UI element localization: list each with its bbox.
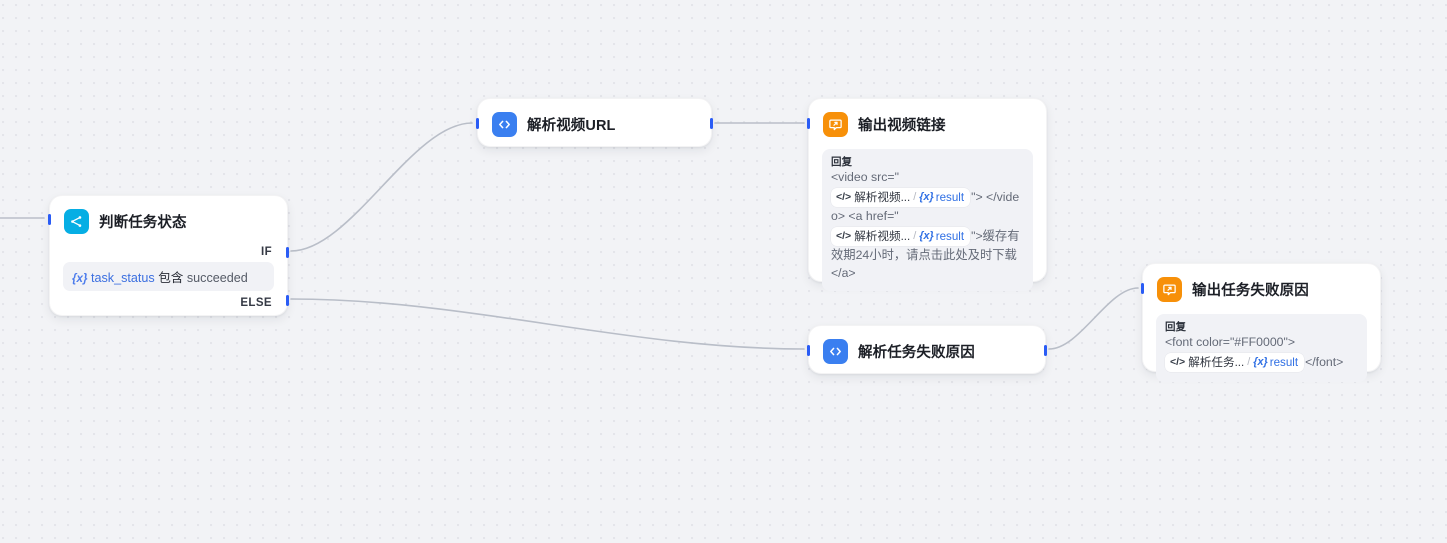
variable-chip[interactable]: </>解析视频.../{x}result	[831, 226, 971, 246]
variable-brace-icon: {x}	[919, 229, 934, 242]
answer-body[interactable]: 回复 <font color="#FF0000"> </>解析任务.../{x}r…	[1156, 314, 1367, 382]
port-if-true-output[interactable]	[286, 247, 289, 258]
code-icon	[823, 339, 848, 364]
chip-node-name: 解析视频...	[854, 229, 911, 243]
code-icon	[492, 112, 517, 137]
port-if-false-output[interactable]	[286, 295, 289, 306]
code-glyph-icon: </>	[836, 229, 852, 242]
code-glyph-icon: </>	[1170, 355, 1186, 368]
port-parse-fail-output[interactable]	[1044, 345, 1047, 356]
if-label: IF	[260, 246, 272, 258]
condition-variable-name: task_status	[90, 271, 155, 285]
port-parse-fail-input[interactable]	[807, 345, 810, 356]
answer-body-label: 回复	[1165, 321, 1186, 333]
port-answer-fail-input[interactable]	[1141, 283, 1144, 294]
port-answer-video-input[interactable]	[807, 118, 810, 129]
answer-text-segment-2: </font>	[1305, 354, 1344, 369]
node-output-failure-reason[interactable]: 输出任务失败原因 回复 <font color="#FF0000"> </>解析任…	[1141, 263, 1381, 382]
edge-if-to-parse-url	[290, 122, 473, 252]
node-title: 输出任务失败原因	[1192, 283, 1309, 299]
node-title: 解析任务失败原因	[858, 345, 975, 361]
node-title: 判断任务状态	[99, 215, 187, 231]
node-header: 解析视频URL	[478, 99, 711, 149]
edge-else-to-parse-fail	[290, 298, 805, 350]
node-output-video-link[interactable]: 输出视频链接 回复 <video src="</>解析视频.../{x}resu…	[807, 98, 1047, 291]
port-parse-url-input[interactable]	[476, 118, 479, 129]
variable-chip[interactable]: </>解析视频.../{x}result	[831, 187, 971, 207]
chip-node-name: 解析任务...	[1188, 355, 1245, 369]
chip-separator: /	[1247, 355, 1251, 368]
if-branch-label-row: IF	[50, 246, 287, 258]
answer-icon	[823, 112, 848, 137]
answer-text-segment-2: "> </video> <a href="	[831, 189, 1020, 224]
variable-chip[interactable]: </>解析任务.../{x}result	[1165, 352, 1305, 372]
chip-separator: /	[913, 229, 917, 242]
chip-variable-key: result	[1269, 355, 1299, 369]
node-parse-failure-reason[interactable]: 解析任务失败原因	[807, 325, 1047, 376]
answer-body-text: <video src="</>解析视频.../{x}result"> </vid…	[831, 169, 1024, 282]
chip-separator: /	[913, 190, 917, 203]
branch-icon	[64, 209, 89, 234]
code-glyph-icon: </>	[836, 190, 852, 203]
port-if-input[interactable]	[48, 214, 51, 225]
answer-text-segment-3: ">缓存有效期24小时，请点击此处及时下载</a>	[831, 228, 1020, 280]
node-judge-task-status[interactable]: 判断任务状态 IF {x} task_status 包含 succeeded E…	[48, 195, 289, 316]
answer-text-segment-1: <video src="	[831, 170, 899, 184]
answer-body[interactable]: 回复 <video src="</>解析视频.../{x}result"> </…	[822, 149, 1033, 291]
else-label: ELSE	[240, 297, 272, 309]
variable-brace-icon: {x}	[72, 272, 88, 285]
chip-variable-key: result	[935, 190, 965, 204]
answer-icon	[1157, 277, 1182, 302]
answer-body-label: 回复	[831, 156, 852, 168]
node-title: 解析视频URL	[527, 118, 616, 134]
condition-operator: 包含	[158, 271, 184, 285]
variable-brace-icon: {x}	[1253, 355, 1268, 368]
node-header: 输出任务失败原因	[1143, 264, 1380, 314]
node-header: 判断任务状态	[50, 196, 287, 246]
edge-parse-fail-to-answer-fail	[1048, 287, 1139, 350]
answer-body-text: <font color="#FF0000"> </>解析任务.../{x}resu…	[1165, 334, 1358, 373]
condition-value: succeeded	[186, 271, 248, 285]
chip-variable-key: result	[935, 229, 965, 243]
variable-brace-icon: {x}	[919, 190, 934, 203]
port-parse-url-output[interactable]	[710, 118, 713, 129]
node-header: 解析任务失败原因	[809, 326, 1045, 376]
node-title: 输出视频链接	[858, 118, 946, 134]
answer-text-segment-1: <font color="#FF0000">	[1165, 335, 1296, 349]
node-header: 输出视频链接	[809, 99, 1046, 149]
condition-chip[interactable]: {x} task_status 包含 succeeded	[63, 262, 274, 291]
chip-node-name: 解析视频...	[854, 190, 911, 204]
node-parse-video-url[interactable]: 解析视频URL	[476, 98, 713, 149]
else-branch-label-row: ELSE	[50, 297, 287, 309]
